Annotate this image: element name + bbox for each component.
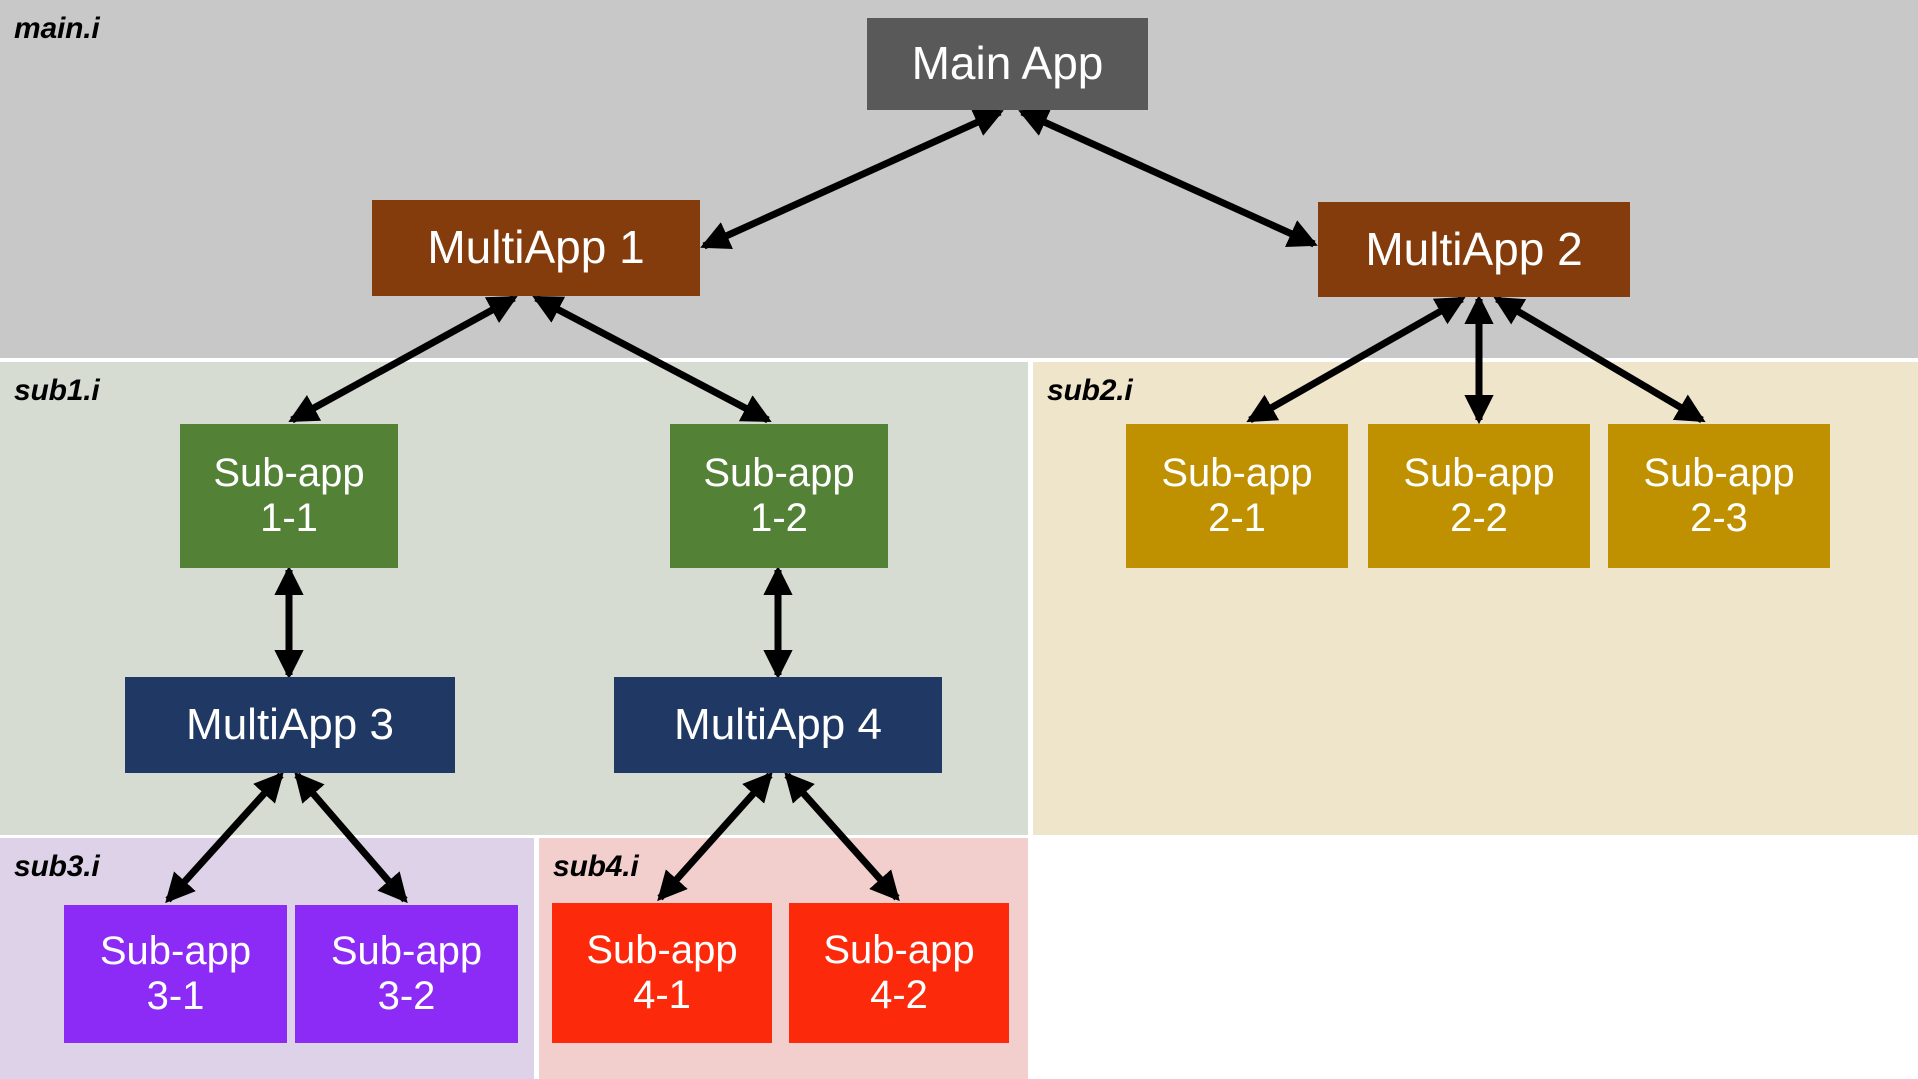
node-label-multiapp-3: MultiApp 3: [186, 700, 394, 750]
node-multiapp-1[interactable]: MultiApp 1: [372, 200, 700, 296]
region-label-main: main.i: [14, 12, 100, 45]
region-label-sub3: sub3.i: [14, 850, 100, 883]
node-label-multiapp-4: MultiApp 4: [674, 700, 882, 750]
region-label-sub1: sub1.i: [14, 374, 100, 407]
node-multiapp-2[interactable]: MultiApp 2: [1318, 202, 1630, 297]
node-label-multiapp-1: MultiApp 1: [427, 221, 645, 274]
node-multiapp-4[interactable]: MultiApp 4: [614, 677, 942, 773]
region-label-sub4: sub4.i: [553, 850, 639, 883]
region-label-sub2: sub2.i: [1047, 374, 1133, 407]
node-label-multiapp-2: MultiApp 2: [1365, 222, 1583, 275]
node-label-main-app: Main App: [911, 37, 1104, 90]
node-main-app[interactable]: Main App: [867, 18, 1148, 110]
node-multiapp-3[interactable]: MultiApp 3: [125, 677, 455, 773]
